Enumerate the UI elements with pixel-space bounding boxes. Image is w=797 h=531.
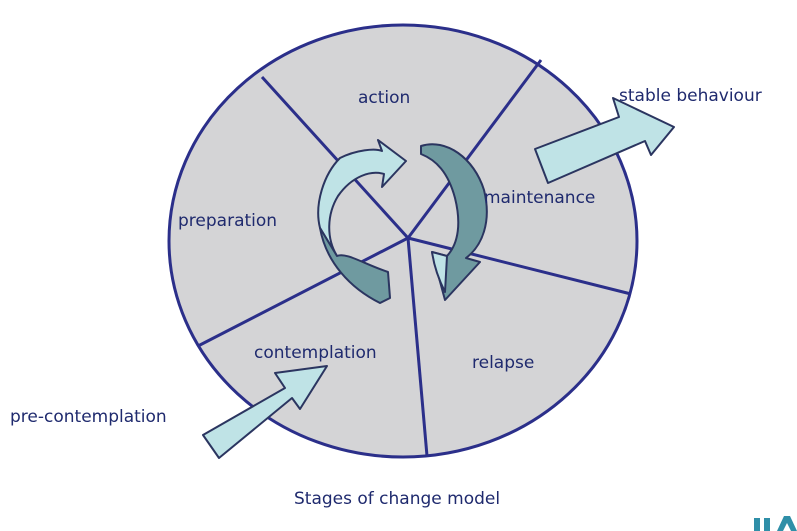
spoke-contemplation-preparation [197,236,409,348]
exit-arrow [534,97,675,184]
stage-label-relapse: relapse [472,353,535,373]
cycle-arrows [317,139,488,304]
stage-label-action: action [358,88,411,108]
stage-label-preparation: preparation [178,211,278,231]
stage-label-maintenance: maintenance [484,188,596,208]
spoke-action-maintenance [406,59,543,239]
wheel-spokes [197,59,632,457]
logo-mark [754,516,797,531]
spoke-maintenance-relapse [407,236,632,296]
stage-label-contemplation: contemplation [254,343,377,363]
spoke-relapse-contemplation [406,237,429,457]
spoke-action-preparation [260,75,410,240]
diagram-caption: Stages of change model [294,489,501,509]
entry-arrow [202,365,328,459]
exit-label: stable behaviour [619,86,762,106]
entry-label: pre-contemplation [10,407,167,427]
cycle-arrow-right-band [431,251,448,293]
cycle-arrow-left [317,139,407,257]
cycle-arrow-left-band [319,227,391,304]
